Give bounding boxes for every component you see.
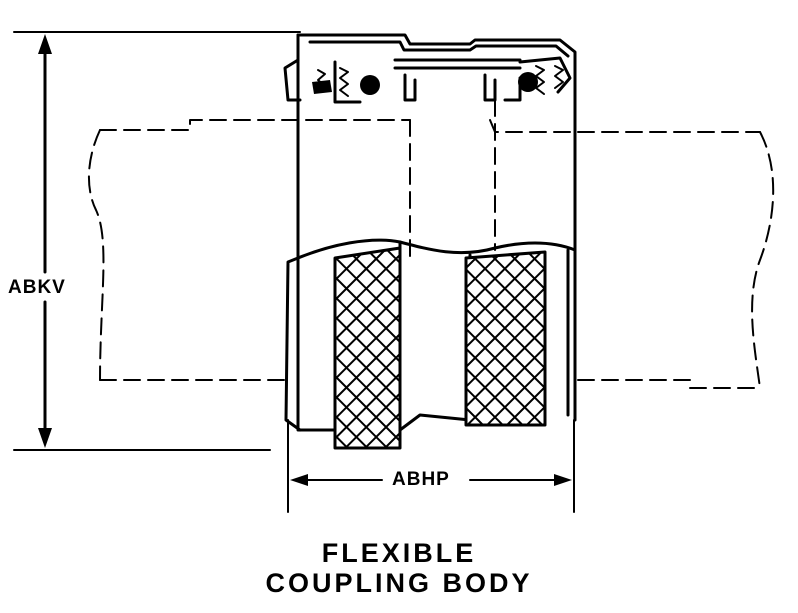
abhp-label: ABHP [388, 470, 454, 490]
abkv-dimension [13, 31, 301, 451]
coupling-body [283, 33, 577, 430]
abkv-label: ABKV [6, 277, 68, 298]
dashed-conduit [88, 99, 775, 389]
knurl-band-right [464, 250, 547, 427]
abhp-dimension [287, 419, 575, 513]
knurl-band-left [333, 246, 402, 450]
caption-line-2: COUPLING BODY [265, 568, 533, 598]
caption-line-1: FLEXIBLE [321, 538, 477, 568]
